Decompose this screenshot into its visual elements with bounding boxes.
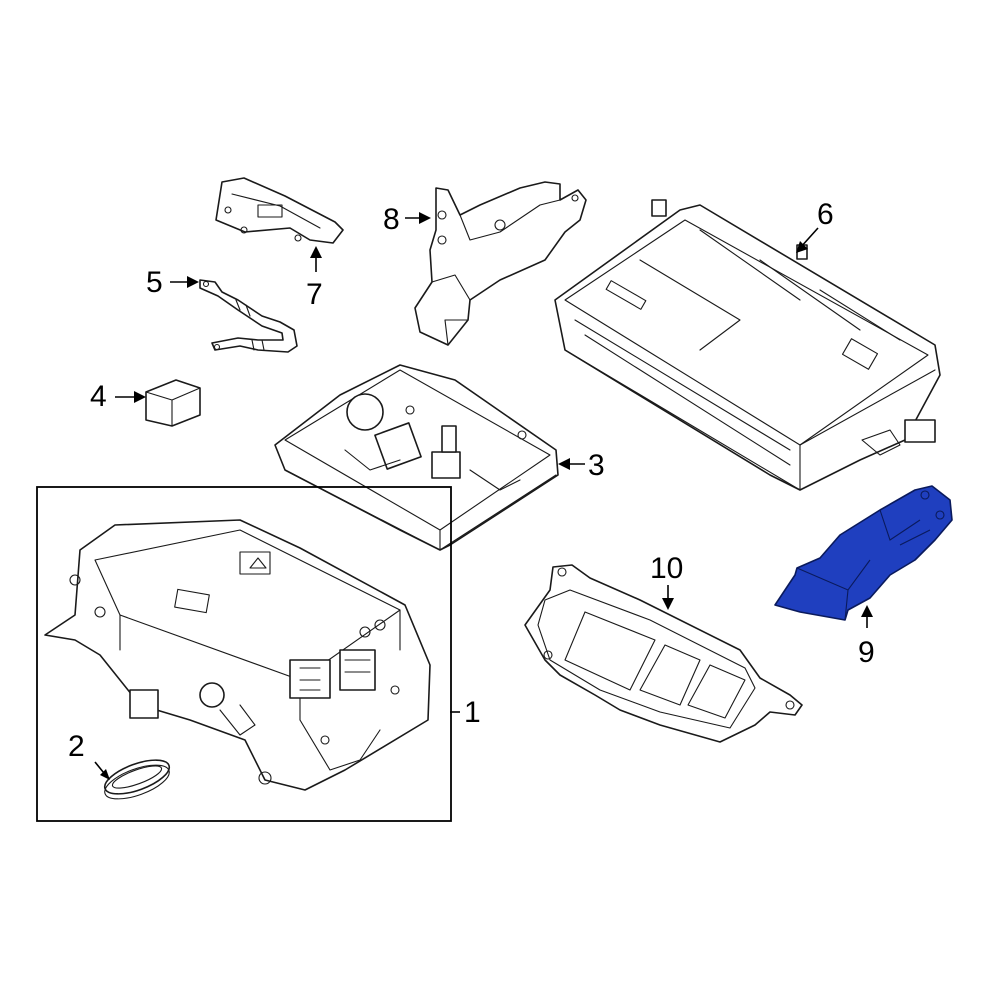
callout-9: 9	[858, 636, 875, 669]
callout-8: 8	[383, 203, 400, 236]
part-5-cable[interactable]	[199, 279, 298, 353]
part-1-inverter-assembly[interactable]	[44, 519, 431, 791]
part-2-gasket-ring[interactable]	[101, 753, 174, 806]
callout-4: 4	[90, 380, 107, 413]
part-9-highlighted-bracket[interactable]	[774, 485, 953, 621]
part-1-group-box	[36, 486, 452, 822]
part-10-gasket-plate[interactable]	[524, 564, 803, 743]
callout-5: 5	[146, 266, 163, 299]
part-6-battery-pack[interactable]	[554, 199, 941, 491]
part-7-bracket-plate[interactable]	[215, 177, 344, 244]
callout-7: 7	[306, 278, 323, 311]
leader-lines	[94, 212, 873, 780]
callout-6: 6	[817, 198, 834, 231]
callout-3: 3	[588, 449, 605, 482]
callout-10: 10	[650, 552, 683, 585]
part-8-bracket[interactable]	[414, 181, 587, 346]
callout-1: 1	[464, 696, 481, 729]
part-4-block[interactable]	[145, 379, 201, 427]
part-3-module[interactable]	[274, 364, 559, 551]
callout-2: 2	[68, 730, 85, 763]
